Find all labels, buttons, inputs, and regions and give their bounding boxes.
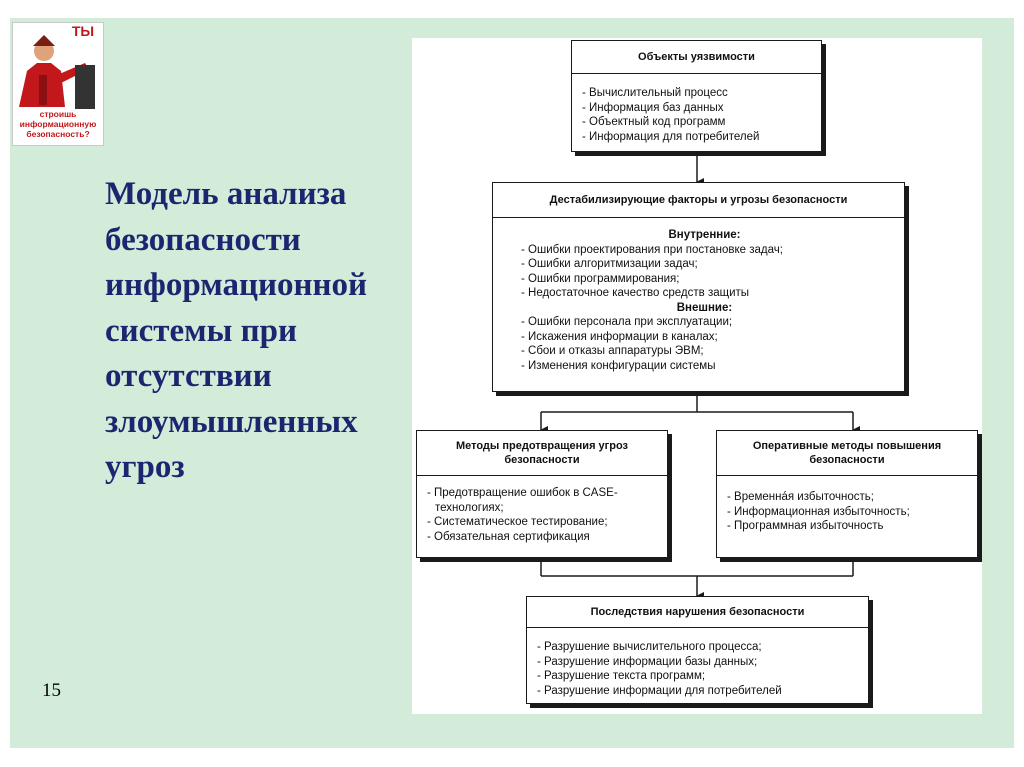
list-item: - Разрушение вычислительного процесса; — [537, 641, 762, 653]
list-item: - Сбои и отказы аппаратуры ЭВМ; — [521, 345, 704, 357]
list-item: - Искажения информации в каналах; — [521, 330, 718, 343]
title-line: угроз — [105, 449, 185, 485]
list-item: - Разрушение информации базы данных; — [537, 655, 758, 668]
list-item: - Разрушение информации для потребителей — [537, 684, 782, 697]
group-label-internal: Внутренние: — [668, 229, 741, 241]
box-operative-methods: Оперативные методы повышения безопасност… — [716, 430, 978, 558]
poster-headline: ТЫ — [71, 23, 95, 39]
title-line: информационной — [105, 267, 368, 303]
list-item: - Разрушение текста программ; — [537, 670, 706, 682]
box-destabilizing-factors: Дестабилизирующие факторы и угрозы безоп… — [492, 182, 905, 392]
box-prevention-methods: Методы предотвращения угроз безопасности… — [416, 430, 668, 558]
title-line: Модель анализа — [105, 176, 347, 212]
list-item: - Изменения конфигурации системы — [521, 359, 716, 372]
poster-caption: строишь информационную безопасность? — [19, 109, 97, 139]
list-item: - Недостаточное качество средств защиты — [521, 287, 750, 299]
list-item: - Предотвращение ошибок в CASE- — [427, 487, 618, 499]
box-title: Дестабилизирующие факторы и угрозы безоп… — [493, 183, 904, 218]
box-title: Оперативные методы повышения безопасност… — [717, 431, 977, 476]
box-vulnerability-objects: Объекты уязвимости - Вычислительный проц… — [571, 40, 822, 152]
group-label-external: Внешние: — [676, 301, 733, 314]
list-item: - Ошибки программирования; — [521, 272, 680, 285]
list-item: технологиях; — [435, 501, 504, 514]
list-item: - Информация для потребителей — [582, 130, 760, 143]
title-line: системы при — [105, 312, 298, 349]
title-line: отсутствии — [105, 358, 272, 394]
list-item: - Информационная избыточность; — [727, 505, 910, 518]
list-item: - Вычислительный процесс — [582, 87, 728, 99]
box-title: Методы предотвращения угроз безопасности — [417, 431, 667, 476]
slide-title: Модель анализа безопасности информационн… — [105, 172, 405, 491]
diagram-panel: Объекты уязвимости - Вычислительный проц… — [412, 38, 982, 714]
list-item: - Систематическое тестирование; — [427, 516, 608, 528]
connector-lines — [540, 152, 860, 600]
list-item: - Ошибки персонала при эксплуатации; — [521, 316, 733, 328]
box-title: Последствия нарушения безопасности — [527, 597, 868, 628]
list-item: - Ошибки алгоритмизации задач; — [521, 258, 698, 270]
list-item: - Временнáя избыточность; — [727, 491, 874, 503]
list-item: - Объектный код программ — [582, 116, 726, 128]
title-line: злоумышленных — [105, 403, 358, 440]
box-title: Объекты уязвимости — [572, 41, 821, 74]
box-security-consequences: Последствия нарушения безопасности - Раз… — [526, 596, 869, 704]
page-number: 15 — [42, 680, 61, 701]
soldier-figure-icon — [13, 23, 103, 145]
list-item: - Обязательная сертификация — [427, 530, 590, 543]
list-item: - Информация баз данных — [582, 101, 724, 114]
list-item: - Ошибки проектирования при постановке з… — [521, 243, 783, 256]
title-line: безопасности — [105, 221, 301, 258]
poster-image: ТЫ строишь информационную безопасность? — [12, 22, 104, 146]
list-item: - Программная избыточность — [727, 520, 884, 532]
